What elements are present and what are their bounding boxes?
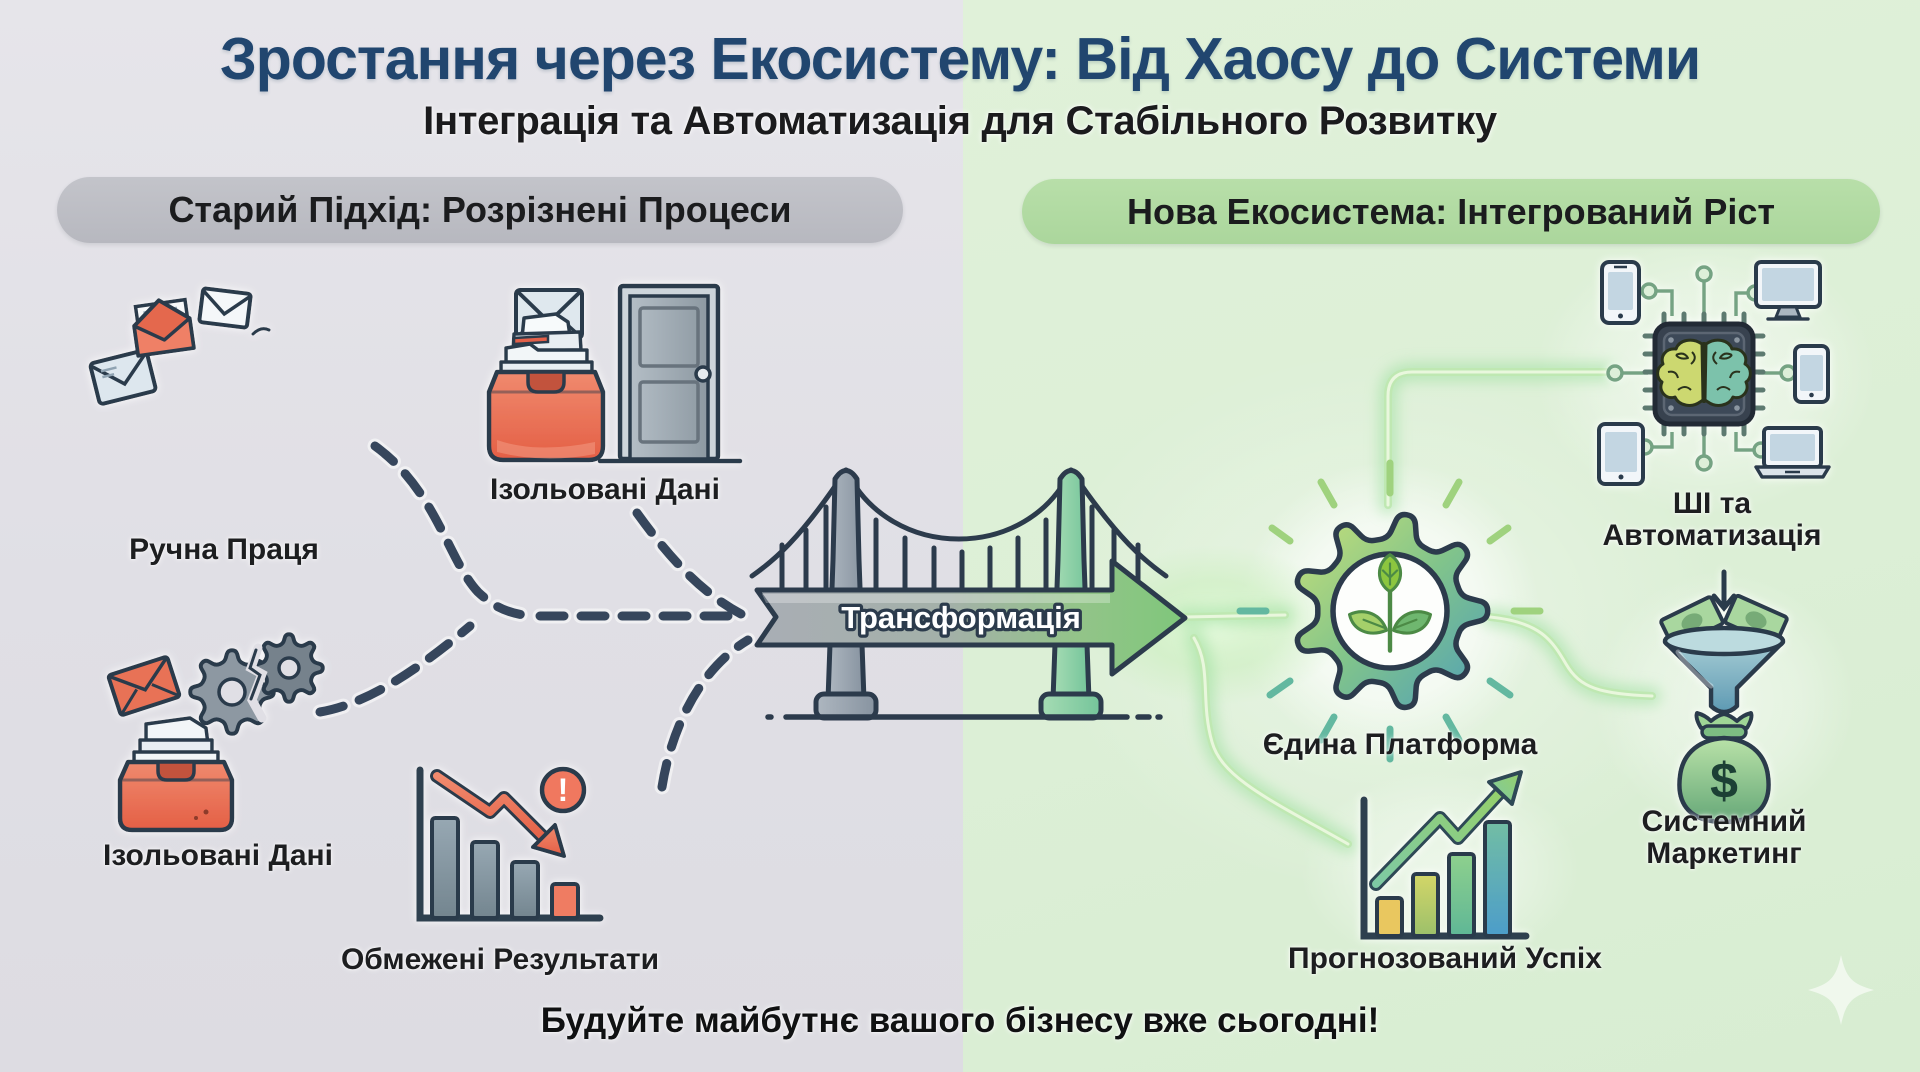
envelope-icon (197, 286, 253, 330)
label-isolated-data-top: Ізольовані Дані (490, 473, 720, 506)
systemic-marketing-illustration: $ (1659, 569, 1789, 825)
warning-icon: ! (539, 766, 587, 814)
ecosystem-connector-lines (1176, 363, 1661, 853)
rising-arrow-icon (1369, 770, 1523, 891)
smartphone-icon (1793, 344, 1830, 404)
arrow-down-icon (1711, 569, 1737, 612)
sparkle-icon (1808, 955, 1874, 1025)
declining-arrow-icon (430, 769, 566, 858)
label-predicted-success: Прогнозований Успіх (1288, 942, 1602, 975)
limited-results-illustration: ! (416, 766, 604, 922)
predicted-success-illustration (1360, 770, 1530, 940)
broken-gears-icon (188, 632, 325, 736)
tablet-icon (1597, 422, 1645, 486)
exclamation-mark: ! (558, 772, 569, 808)
dollar-sign: $ (1710, 753, 1738, 809)
brain-icon (1656, 338, 1752, 407)
isolated-data-top-illustration (486, 283, 743, 464)
envelope-icon (106, 655, 182, 717)
funnel-icon (1662, 625, 1786, 715)
chaos-connector-lines (312, 438, 756, 795)
open-envelope-icon (132, 297, 196, 358)
unified-platform-illustration (1236, 459, 1544, 763)
drawer-icon (117, 716, 235, 833)
doodle-arrow-icon: $ (251, 327, 271, 336)
old-approach-header: Старий Підхід: Розрізнені Процеси (57, 177, 903, 243)
monitor-icon (1754, 260, 1822, 321)
envelope-icon (88, 348, 158, 406)
label-limited-results: Обмежені Результати (340, 943, 660, 976)
new-ecosystem-header-label: Нова Екосистема: Інтегрований Ріст (1127, 190, 1775, 232)
door-icon (597, 283, 743, 464)
transformation-label: Трансформація (841, 600, 1081, 635)
smartphone-icon (1600, 260, 1641, 325)
old-approach-header-label: Старий Підхід: Розрізнені Процеси (168, 189, 792, 230)
footer-call-to-action: Будуйте майбутнє вашого бізнесу вже сьог… (540, 1001, 1380, 1040)
page-subtitle: Інтеграція та Автоматизація для Стабільн… (423, 99, 1497, 143)
bridge-illustration: Трансформація (749, 467, 1188, 721)
ai-automation-illustration (1597, 260, 1831, 486)
label-unified-platform: Єдина Платформа (1262, 728, 1538, 761)
laptop-icon (1754, 426, 1831, 479)
money-bag-icon: $ (1677, 711, 1771, 825)
label-systemic-marketing: Системний Маркетинг (1641, 805, 1807, 871)
gear-icon (1294, 511, 1491, 711)
ai-chip-icon (1642, 311, 1766, 437)
gear-rays (1236, 459, 1544, 763)
label-ai-automation: ШІ та Автоматизація (1602, 487, 1822, 553)
plant-icon (1347, 553, 1433, 653)
new-ecosystem-header: Нова Екосистема: Інтегрований Ріст (1022, 179, 1880, 244)
label-isolated-data-bottom: Ізольовані Дані (103, 839, 333, 872)
transformation-arrow: Трансформація (754, 558, 1188, 677)
isolated-data-bottom-illustration (106, 632, 325, 833)
page-title: Зростання через Екосистему: Від Хаосу до… (219, 26, 1701, 92)
manual-work-illustration: $ (88, 286, 271, 406)
label-manual-work: Ручна Праця (129, 533, 319, 566)
drawer-icon (486, 312, 606, 463)
